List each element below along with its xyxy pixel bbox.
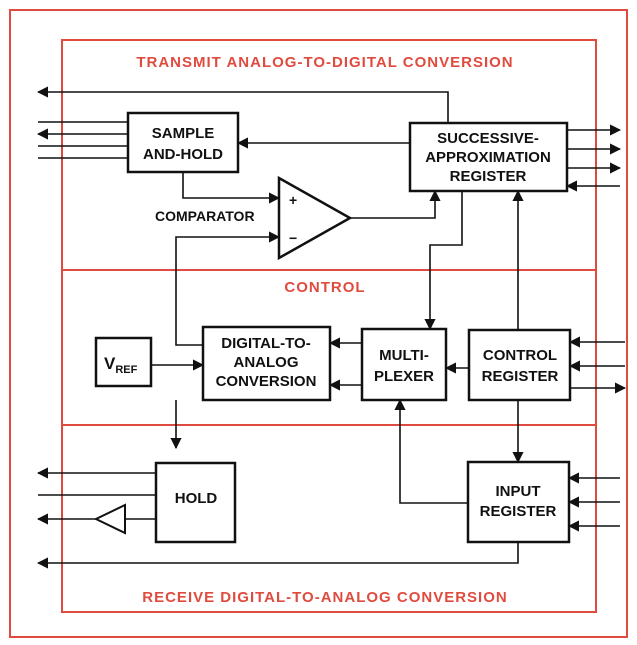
dac-label-2: ANALOG (234, 354, 299, 371)
dac-label-1: DIGITAL-TO- (221, 335, 310, 352)
vref-subscript: REF (115, 364, 137, 376)
comparator-plus-sign: + (289, 192, 297, 208)
input-register-label-1: INPUT (496, 483, 541, 500)
sample-and-hold-block (126, 111, 240, 174)
digital-to-analog-conversion-block (201, 325, 332, 402)
output-buffer-triangle (93, 503, 126, 535)
vref-block (94, 336, 153, 388)
input-register-block (466, 460, 571, 544)
control-section-title: CONTROL (284, 279, 365, 296)
control-register-block (467, 328, 572, 402)
sample-and-hold-label-2: AND-HOLD (143, 146, 223, 163)
hold-label: HOLD (175, 490, 218, 507)
sar-label-2: APPROXIMATION (425, 149, 551, 166)
transmit-section-title: TRANSMIT ANALOG-TO-DIGITAL CONVERSION (136, 54, 513, 71)
control-register-label-2: REGISTER (482, 368, 559, 385)
input-reg-bottom-line (36, 542, 519, 569)
receive-section-title: RECEIVE DIGITAL-TO-ANALOG CONVERSION (142, 589, 507, 606)
sar-label-3: REGISTER (450, 168, 527, 185)
dac-to-comparator-line (175, 231, 281, 346)
outer-frame (9, 9, 628, 638)
input-reg-to-mux-line (394, 398, 468, 504)
comparator-triangle (277, 175, 353, 261)
sar-top-feedback-line (36, 86, 449, 123)
multiplexer-label-1: MULTI- (379, 347, 429, 364)
sh-to-comparator-line (182, 172, 281, 204)
sample-and-hold-label-1: SAMPLE (152, 125, 215, 142)
successive-approximation-register-block (408, 121, 569, 193)
comparator-label: COMPARATOR (155, 208, 255, 224)
multiplexer-block (360, 327, 448, 402)
input-register-label-2: REGISTER (480, 503, 557, 520)
sar-to-mux-line (424, 191, 463, 331)
dac-label-3: CONVERSION (216, 373, 317, 390)
comparator-to-sar-line (350, 189, 441, 219)
vref-main: V (104, 354, 116, 373)
connection-lines (36, 86, 627, 569)
vref-label: VREF (104, 354, 138, 376)
sar-label-1: SUCCESSIVE- (437, 130, 539, 147)
comparator-minus-sign: − (289, 230, 297, 246)
hold-block (154, 461, 237, 544)
control-register-label-1: CONTROL (483, 347, 557, 364)
multiplexer-label-2: PLEXER (374, 368, 434, 385)
